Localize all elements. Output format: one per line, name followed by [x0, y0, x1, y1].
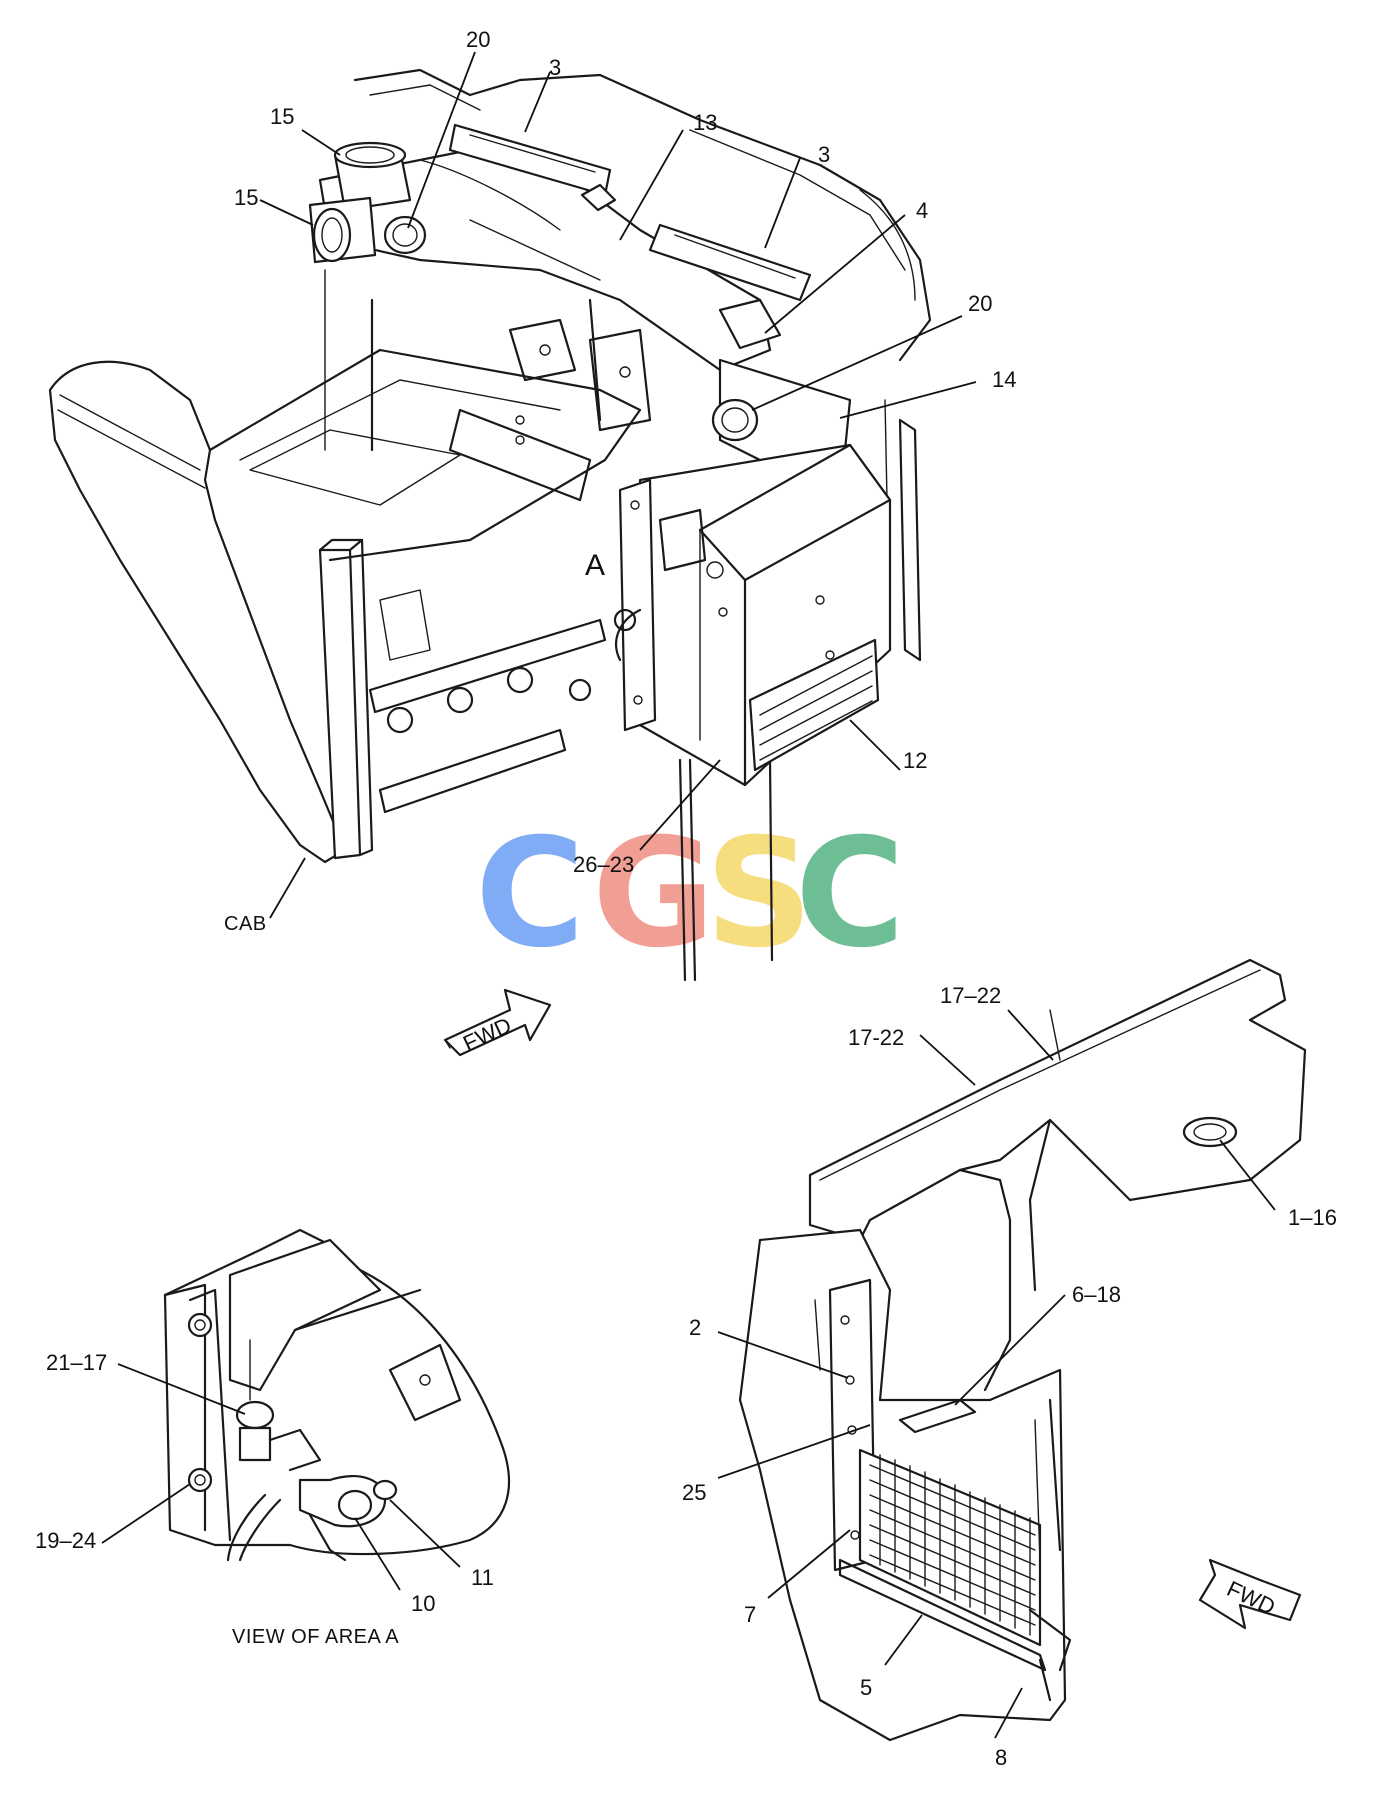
cab-right-column: [898, 418, 922, 662]
watermark-letter-g: G: [592, 807, 715, 981]
callout-21-17: 21–17: [46, 1350, 107, 1375]
cab-floor: [208, 348, 642, 562]
callout-25: 25: [682, 1480, 706, 1505]
callout-labels: 20 3 15 13 15 3 4 20 14 A 12 26–23 CAB 1…: [35, 27, 1337, 1770]
cab-rail-lower: [378, 728, 567, 814]
fitting-11: [372, 1479, 398, 1501]
fwd-arrow-left: FWD: [443, 988, 552, 1056]
watermark: C G S C: [475, 807, 905, 981]
callout-area-a: A: [585, 549, 605, 582]
vent-3-lower: [648, 223, 812, 302]
callout-6-18: 6–18: [1072, 1282, 1121, 1307]
heater-side-plate: [618, 478, 657, 732]
callout-3-top: 3: [549, 55, 561, 80]
callout-2: 2: [689, 1315, 701, 1340]
leader-lines: [101, 51, 1276, 1739]
callout-8: 8: [995, 1745, 1007, 1770]
callout-17-22-left: 17-22: [848, 1025, 904, 1050]
cab-side-panel: [48, 360, 347, 864]
caption-view-of-area-a: VIEW OF AREA A: [232, 1626, 399, 1648]
callout-1-16: 1–16: [1288, 1205, 1337, 1230]
callout-5: 5: [860, 1675, 872, 1700]
valve-21-17: [235, 1400, 275, 1430]
vent-6-18: [898, 1398, 977, 1434]
heater-unit-12: [613, 443, 892, 787]
grille-5: [858, 1448, 1042, 1647]
outlet-4: [718, 298, 782, 350]
callout-15-lower: 15: [234, 185, 258, 210]
watermark-letter-c2: C: [795, 807, 905, 981]
watermark-letter-s: S: [705, 807, 813, 981]
callout-20-mid: 20: [968, 291, 992, 316]
heater-grille: [748, 638, 880, 772]
watermark-letter-c1: C: [475, 807, 585, 981]
area-a-detail-drawing: [163, 1228, 510, 1562]
callout-19-24: 19–24: [35, 1528, 96, 1553]
callout-cab: CAB: [224, 913, 267, 935]
outlet-20-mid: [711, 398, 759, 442]
fwd-arrow-left-label: FWD: [459, 1012, 515, 1056]
callout-15-upper: 15: [270, 104, 294, 129]
callout-12: 12: [903, 748, 927, 773]
callout-17-22-right: 17–22: [940, 983, 1001, 1008]
outlet-1-16: [1182, 1116, 1238, 1148]
callout-26-23: 26–23: [573, 852, 634, 877]
lower-duct-assembly-drawing: [738, 958, 1307, 1742]
callout-10: 10: [411, 1591, 435, 1616]
callout-7: 7: [744, 1602, 756, 1627]
lower-upper-duct: [808, 958, 1307, 1242]
outlet-20-top: [383, 215, 427, 255]
fitting-10: [337, 1489, 373, 1521]
callout-20-top: 20: [466, 27, 490, 52]
upper-air-duct: [308, 123, 852, 472]
callout-11: 11: [471, 1565, 494, 1590]
cab-roof-frame: [353, 68, 932, 362]
callout-13: 13: [693, 110, 717, 135]
cab-rail-upper: [368, 618, 607, 714]
fwd-arrow-right: FWD: [1198, 1558, 1302, 1630]
callout-3-mid: 3: [818, 142, 830, 167]
callout-14: 14: [992, 367, 1016, 392]
callout-4: 4: [916, 198, 928, 223]
cab-assembly-drawing: [48, 68, 932, 982]
